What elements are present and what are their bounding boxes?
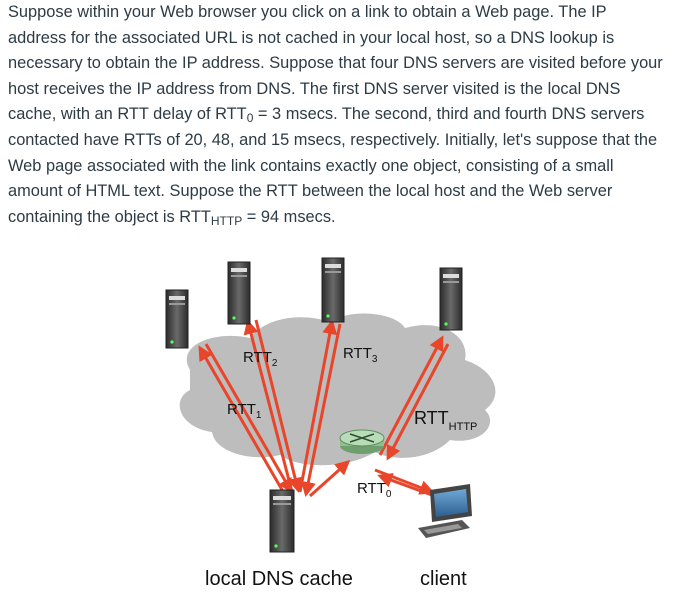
label-local-dns-cache: local DNS cache bbox=[205, 568, 353, 590]
svg-text:RTT1: RTT1 bbox=[227, 401, 262, 421]
arrow-rtt2-back bbox=[254, 319, 303, 493]
question-sub-0: 0 bbox=[246, 111, 254, 126]
arrow-rtt1-out bbox=[198, 345, 287, 496]
svg-text:RTT3: RTT3 bbox=[343, 345, 378, 365]
arrow-rtt0-out bbox=[308, 459, 351, 498]
dns-server-icon bbox=[227, 261, 251, 325]
local-dns-cache-server-icon bbox=[269, 489, 295, 553]
label-rtt3-sub: 3 bbox=[372, 354, 378, 365]
arrow-rtt3-back bbox=[300, 323, 342, 497]
dns-rtt-diagram: RTT2 RTT3 RTT1 RTTHTTP RTT0 local DNS ca… bbox=[165, 257, 496, 590]
client-computer-icon bbox=[418, 484, 472, 538]
question-text: Suppose within your Web browser you clic… bbox=[8, 0, 668, 230]
label-rtt0-sub: 0 bbox=[386, 489, 392, 500]
web-server-icon bbox=[439, 267, 463, 331]
label-rtt3-base: RTT bbox=[343, 345, 372, 362]
network-cloud bbox=[179, 313, 496, 466]
label-rtt2-sub: 2 bbox=[272, 358, 278, 369]
label-rtt0-base: RTT bbox=[357, 480, 386, 497]
arrow-rtt-http-out bbox=[378, 335, 444, 456]
svg-text:RTTHTTP: RTTHTTP bbox=[414, 408, 477, 433]
svg-text:RTT2: RTT2 bbox=[243, 349, 278, 369]
dns-server-icon bbox=[321, 257, 345, 323]
arrow-rtt1-back bbox=[204, 343, 293, 494]
arrow-rtt-http-back bbox=[386, 343, 450, 461]
label-rtt-http-base: RTT bbox=[414, 408, 449, 428]
arrow-rtt3-out bbox=[298, 319, 338, 493]
arrow-rtt0-back bbox=[377, 473, 441, 500]
router-icon bbox=[339, 429, 385, 454]
question-part-2: = 3 msecs. The second, third and fourth … bbox=[8, 105, 658, 226]
label-rtt-http-sub: HTTP bbox=[449, 421, 478, 433]
label-rtt2-base: RTT bbox=[243, 349, 272, 366]
label-rtt1-base: RTT bbox=[227, 401, 256, 418]
dns-server-icon bbox=[165, 289, 189, 349]
question-part-3: = 94 msecs. bbox=[242, 207, 336, 226]
label-client: client bbox=[420, 568, 467, 590]
question-sub-http: HTTP bbox=[210, 213, 243, 228]
question-part-1: Suppose within your Web browser you clic… bbox=[8, 3, 663, 124]
label-rtt1-sub: 1 bbox=[256, 410, 262, 421]
svg-text:RTT0: RTT0 bbox=[357, 480, 392, 500]
arrow-rtt2-out bbox=[243, 319, 294, 493]
rtt-arrows bbox=[198, 319, 450, 500]
